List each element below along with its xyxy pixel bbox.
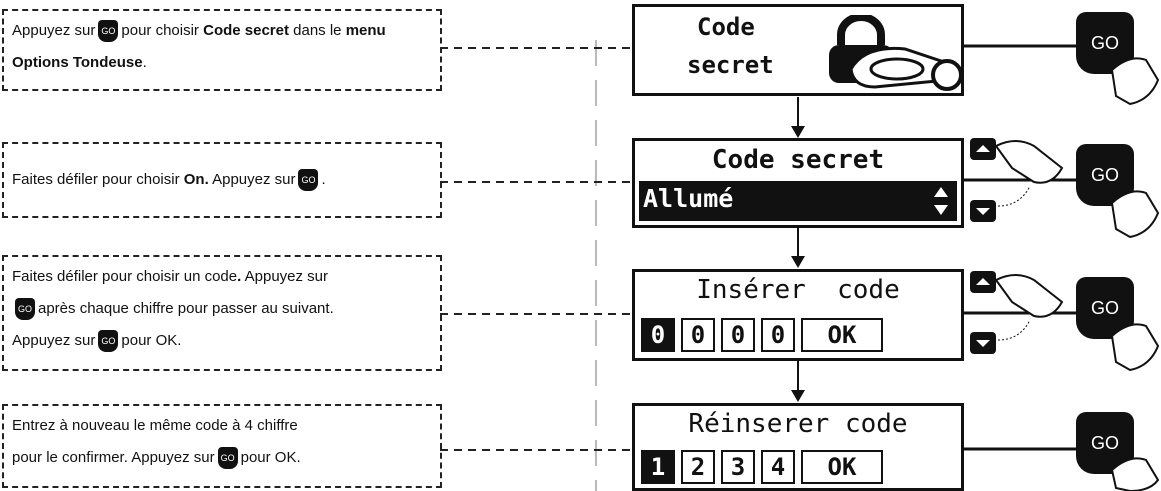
go-button[interactable]: GO xyxy=(1076,12,1134,74)
code-digit[interactable]: 1 xyxy=(641,450,675,484)
code-digit[interactable]: 0 xyxy=(721,318,755,352)
instruction-bold: On. xyxy=(183,171,209,188)
instruction-text: . xyxy=(321,171,326,188)
go-button[interactable]: GO xyxy=(1076,277,1134,339)
instruction-text: après chaque chiffre pour passer au suiv… xyxy=(38,300,334,317)
instruction-text: Appuyez sur xyxy=(244,268,329,285)
instruction-text: pour OK. xyxy=(240,449,301,466)
up-arrow-icon[interactable] xyxy=(970,138,996,160)
go-icon: GO xyxy=(98,20,119,43)
instruction-text: Faites défiler pour choisir xyxy=(12,171,180,188)
code-digits: 1 2 3 4 OK xyxy=(641,450,883,484)
code-digit[interactable]: 0 xyxy=(761,318,795,352)
instruction-bold: menu Options Tondeuse xyxy=(12,22,386,71)
code-digit[interactable]: 0 xyxy=(641,318,675,352)
instruction-text: Appuyez sur xyxy=(12,22,96,39)
up-arrow-icon[interactable] xyxy=(970,271,996,293)
code-digit[interactable]: 4 xyxy=(761,450,795,484)
instruction-step-2: Faites défiler pour choisir On. Appuyez … xyxy=(2,142,442,218)
screen-line-1: Code xyxy=(697,13,755,41)
down-arrow-icon[interactable] xyxy=(970,200,996,222)
instruction-text: Appuyez sur xyxy=(12,332,96,349)
instruction-step-3: Faites défiler pour choisir un code. App… xyxy=(2,255,442,371)
down-arrow-icon[interactable] xyxy=(970,332,996,354)
instruction-bold: . xyxy=(237,268,242,285)
screen-title: Code secret xyxy=(711,145,885,175)
code-digit[interactable]: 3 xyxy=(721,450,755,484)
go-icon: GO xyxy=(98,330,119,353)
go-icon: GO xyxy=(298,169,319,192)
screen-line-2: secret xyxy=(687,51,774,79)
screen-title: Insérer code xyxy=(696,275,900,305)
lcd-screen-code-secret-toggle: Code secret Allumé xyxy=(632,138,964,228)
go-icon: GO xyxy=(217,447,238,470)
instruction-text: pour OK. xyxy=(121,332,182,349)
screen-title: Réinserer code xyxy=(688,409,908,439)
selected-value-row: Allumé xyxy=(639,181,957,221)
instruction-text: pour choisir xyxy=(121,22,199,39)
code-digit[interactable]: 2 xyxy=(681,450,715,484)
instruction-text: . xyxy=(142,54,147,71)
instruction-text: dans le xyxy=(293,22,342,39)
code-digits: 0 0 0 0 OK xyxy=(641,318,883,352)
mower-icon xyxy=(849,46,963,91)
go-button[interactable]: GO xyxy=(1076,412,1134,474)
lcd-screen-insert-code: Insérer code 0 0 0 0 OK xyxy=(632,269,964,361)
instruction-text: Appuyez sur xyxy=(212,171,296,188)
ok-button[interactable]: OK xyxy=(801,318,883,352)
go-button[interactable]: GO xyxy=(1076,144,1134,206)
code-digit[interactable]: 0 xyxy=(681,318,715,352)
lcd-screen-code-secret-menu: Code secret xyxy=(632,4,964,96)
instruction-text: pour le confirmer. Appuyez sur xyxy=(12,449,215,466)
instruction-bold: Code secret xyxy=(203,22,289,39)
go-icon: GO xyxy=(15,298,35,321)
instruction-step-4: Entrez à nouveau le même code à 4 chiffr… xyxy=(2,404,442,488)
instruction-text: Faites défiler pour choisir un code xyxy=(12,268,238,285)
lcd-screen-reinsert-code: Réinserer code 1 2 3 4 OK xyxy=(632,403,964,491)
scroll-arrows-icon xyxy=(934,187,948,215)
screen-value: Allumé xyxy=(643,184,734,213)
ok-button[interactable]: OK xyxy=(801,450,883,484)
instruction-text: Entrez à nouveau le même code à 4 chiffr… xyxy=(12,417,298,434)
